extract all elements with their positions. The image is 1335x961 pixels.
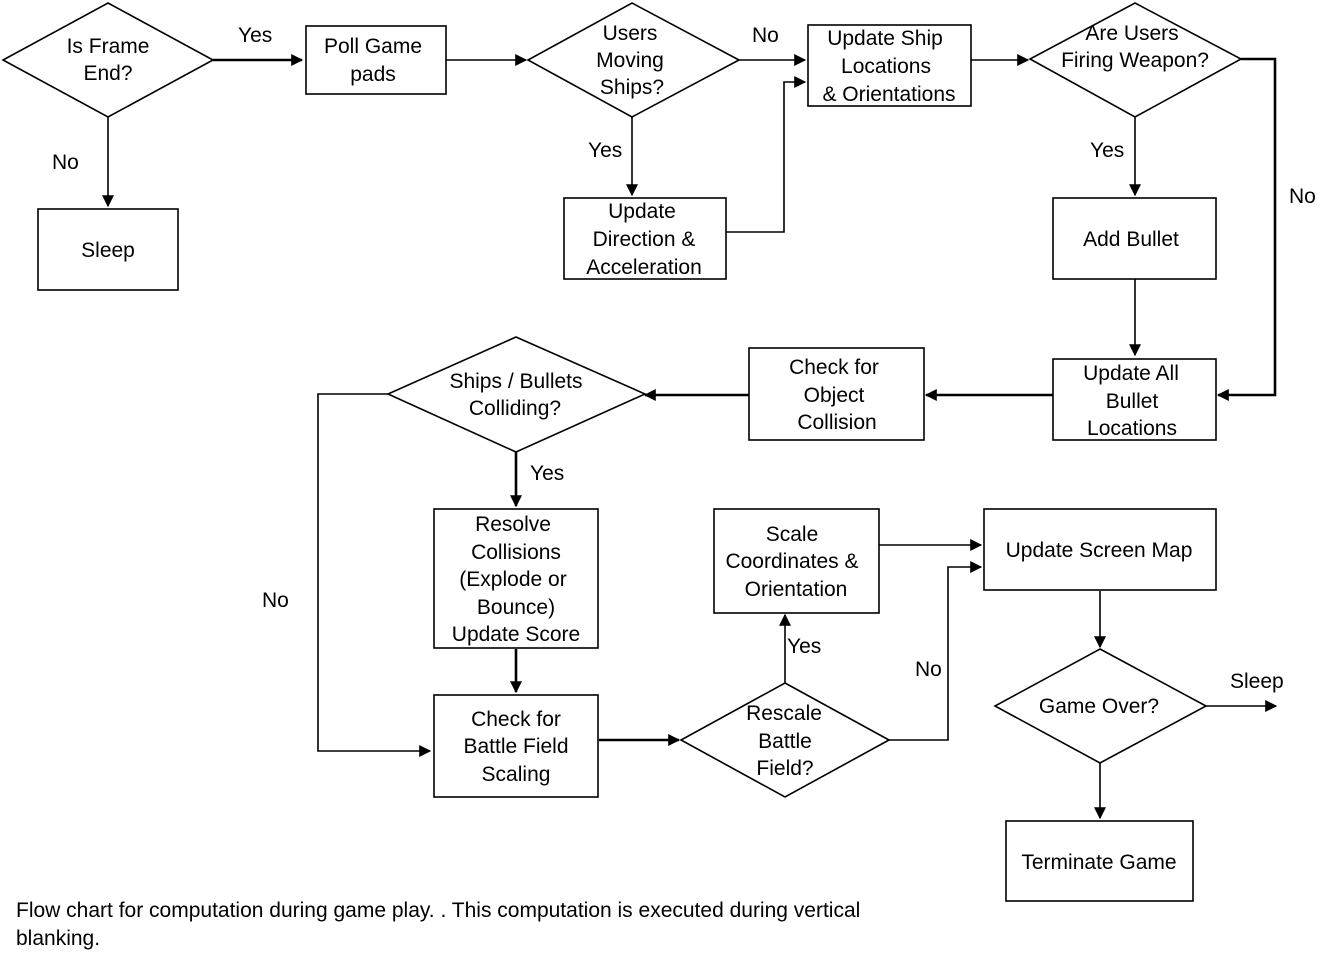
decision-users-moving: Users Moving Ships?: [526, 2, 741, 118]
node-text: Bullet: [1106, 390, 1159, 413]
label-rescale-yes: Yes: [787, 635, 821, 658]
node-text: Object: [804, 384, 865, 407]
process-resolve-collisions: Resolve Collisions (Explode or Bounce) U…: [433, 508, 599, 649]
node-text: Ships / Bullets: [449, 370, 582, 393]
edge-rescale-no-to-screen: [889, 561, 983, 741]
decision-frame-end: Is Frame End?: [1, 2, 215, 118]
node-text: Sleep: [81, 239, 135, 262]
decision-firing-weapon: Are Users Firing Weapon?: [1028, 2, 1243, 118]
node-text: Bounce): [477, 596, 555, 619]
node-text: Update Ship: [827, 27, 943, 50]
edge-labels: Yes No No Yes Yes No Yes No Yes No Sleep: [52, 24, 1316, 693]
node-text: Are Users: [1085, 22, 1178, 45]
edge-direction-to-update-ship: [726, 76, 807, 233]
figure-caption: Flow chart for computation during game p…: [16, 899, 861, 950]
node-text: Users: [603, 22, 658, 45]
label-game-over-sleep: Sleep: [1230, 670, 1284, 693]
node-text: pads: [350, 63, 396, 86]
node-text: Resolve: [475, 513, 551, 536]
process-terminate-game: Terminate Game: [1005, 820, 1194, 902]
node-text: Collisions: [471, 541, 561, 564]
process-add-bullet: Add Bullet: [1052, 197, 1217, 280]
node-text: Is Frame: [67, 35, 150, 58]
node-text: Acceleration: [586, 256, 702, 279]
node-text: Game Over?: [1039, 695, 1159, 718]
label-colliding-no: No: [262, 589, 289, 612]
node-text: Scaling: [482, 763, 551, 786]
process-update-bullet-locations: Update All Bullet Locations: [1052, 358, 1217, 441]
label-frame-yes: Yes: [238, 24, 272, 47]
node-text: & Orientations: [822, 83, 955, 106]
process-check-battle-field-scaling: Check for Battle Field Scaling: [433, 694, 599, 798]
node-text: Check for: [789, 356, 879, 379]
process-update-ship-locations: Update Ship Locations & Orientations: [807, 24, 972, 107]
process-poll-gamepads: Poll Game pads: [305, 25, 447, 95]
node-text: Moving: [596, 49, 664, 72]
node-text: Direction &: [593, 228, 696, 251]
node-text: Terminate Game: [1021, 851, 1176, 874]
process-update-screen-map: Update Screen Map: [983, 508, 1217, 591]
node-text: Update Score: [452, 623, 580, 646]
process-scale-coordinates: Scale Coordinates & Orientation: [713, 508, 880, 614]
node-text: Ships?: [600, 76, 664, 99]
node-text: Update: [608, 200, 676, 223]
edge-colliding-no-to-scaling: [317, 393, 432, 757]
node-text: Coordinates &: [725, 550, 858, 573]
process-update-direction: Update Direction & Acceleration: [563, 197, 727, 280]
node-text: Check for: [471, 708, 561, 731]
node-text: (Explode or: [459, 568, 566, 591]
node-text: Collision: [797, 411, 876, 434]
label-firing-yes: Yes: [1090, 139, 1124, 162]
connectors: [102, 54, 1278, 820]
label-firing-no: No: [1289, 185, 1316, 208]
label-frame-no: No: [52, 151, 79, 174]
process-check-object-collision: Check for Object Collision: [748, 347, 925, 441]
node-text: Colliding?: [469, 397, 561, 420]
label-colliding-yes: Yes: [530, 462, 564, 485]
process-sleep: Sleep: [37, 208, 179, 291]
decision-ships-bullets-colliding: Ships / Bullets Colliding?: [386, 336, 647, 453]
node-text: Scale: [766, 523, 819, 546]
decision-game-over: Game Over?: [993, 648, 1208, 764]
node-text: End?: [83, 62, 132, 85]
node-text: Battle: [758, 730, 812, 753]
node-text: Add Bullet: [1083, 228, 1179, 251]
edge-firing-no-to-update-bullets: [1216, 57, 1277, 401]
label-rescale-no: No: [915, 658, 942, 681]
node-text: Field?: [756, 757, 813, 780]
label-moving-no: No: [752, 24, 779, 47]
node-text: Battle Field: [463, 735, 568, 758]
label-moving-yes: Yes: [588, 139, 622, 162]
node-text: Rescale: [746, 702, 822, 725]
node-text: Orientation: [745, 578, 848, 601]
decision-rescale-battle-field: Rescale Battle Field?: [679, 682, 891, 798]
node-text: Poll Game: [324, 35, 422, 58]
node-text: Update All: [1083, 362, 1179, 385]
node-text: Firing Weapon?: [1061, 49, 1209, 72]
node-text: Update Screen Map: [1006, 539, 1193, 562]
node-text: Locations: [841, 55, 931, 78]
node-text: Locations: [1087, 417, 1177, 440]
